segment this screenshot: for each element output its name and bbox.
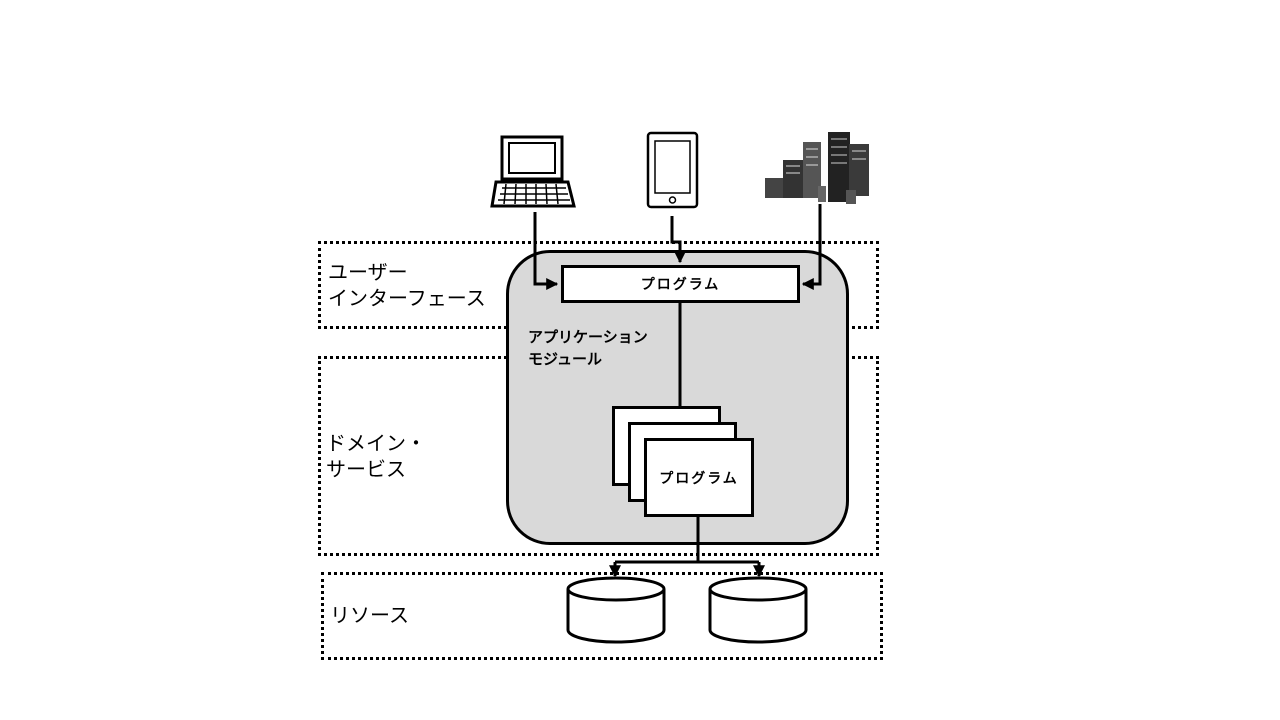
device-connectors bbox=[533, 204, 822, 290]
application-module-label-line1: アプリケーション bbox=[528, 328, 648, 346]
tablet-connector bbox=[670, 216, 686, 264]
laptop-icon bbox=[490, 135, 576, 208]
user-interface-label: ユーザー インターフェース bbox=[328, 259, 486, 311]
program-box-top-label: プログラム bbox=[640, 277, 721, 293]
user-interface-label-line2: インターフェース bbox=[328, 286, 486, 310]
server-rack-icon bbox=[765, 132, 869, 204]
program-box-bottom-label: プログラム bbox=[659, 470, 739, 487]
user-interface-label-line1: ユーザー bbox=[328, 260, 408, 284]
laptop-connector bbox=[533, 212, 559, 290]
domain-service-label-line1: ドメイン・ bbox=[326, 431, 426, 455]
resource-layer bbox=[321, 572, 883, 660]
resource-label: リソース bbox=[330, 602, 409, 628]
application-module-label-line2: モジュール bbox=[528, 350, 602, 368]
database-icon bbox=[708, 576, 808, 644]
database-connectors bbox=[609, 517, 765, 578]
application-module-label: アプリケーション モジュール bbox=[528, 326, 648, 370]
tablet-icon bbox=[646, 131, 699, 209]
domain-service-label: ドメイン・ サービス bbox=[326, 430, 426, 482]
program-box-bottom: プログラム bbox=[644, 438, 754, 517]
database-icon bbox=[566, 576, 666, 644]
resource-label-text: リソース bbox=[330, 603, 409, 627]
server-connector bbox=[801, 204, 822, 290]
domain-service-label-line2: サービス bbox=[326, 457, 406, 481]
program-box-top: プログラム bbox=[561, 265, 800, 303]
